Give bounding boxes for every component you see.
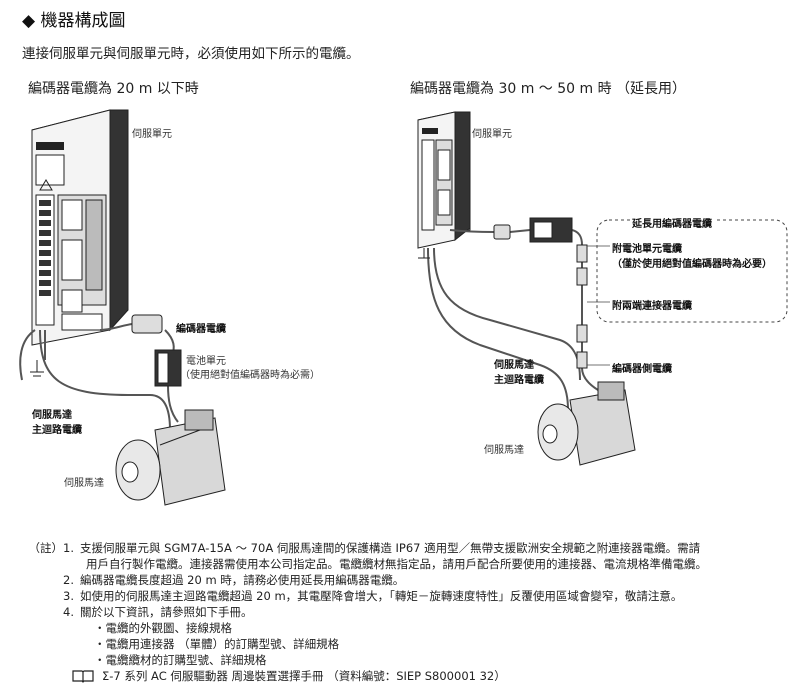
left-encoder-cable-label: 編碼器電纜	[176, 324, 226, 335]
right-ext-cable-label: 延長用編碼器電纜	[630, 215, 714, 230]
right-battery-cable-label: 附電池單元電纜	[612, 244, 682, 255]
configuration-diagram	[19, 109, 788, 506]
left-heading: 編碼器電纜為 20 m 以下時	[28, 81, 199, 97]
extension-cable-box	[596, 219, 788, 323]
right-heading: 編碼器電纜為 30 m ～ 50 m 時 （延長用）	[410, 81, 687, 97]
note-text: 編碼器電纜長度超過 20 m 時，請務必使用延長用編碼器電纜。	[80, 573, 405, 587]
note-1: （註）1. 支援伺服單元與 SGM7A-15A ～ 70A 伺服馬達間的保護構造…	[12, 540, 707, 556]
right-dual-cable-label: 附兩端連接器電纜	[612, 301, 692, 312]
notes-prefix: （註）	[28, 541, 64, 555]
bullet-item: ・電纜纜材的訂購型號、詳細規格	[94, 653, 267, 667]
book-icon	[72, 670, 94, 683]
bullet-item: ・電纜用連接器 （單體）的訂購型號、詳細規格	[94, 637, 340, 651]
note-3: 3. 如使用的伺服馬達主迴路電纜超過 20 m，其電壓降會增大，「轉矩－旋轉速度…	[12, 588, 707, 604]
left-servo-motor-label: 伺服馬達	[64, 478, 104, 489]
notes-section: （註）1. 支援伺服單元與 SGM7A-15A ～ 70A 伺服馬達間的保護構造…	[12, 540, 707, 684]
right-servo-unit-label: 伺服單元	[472, 129, 512, 140]
left-cables	[19, 323, 179, 431]
left-main-cable-label-1: 伺服馬達	[32, 410, 72, 421]
left-main-cable-label-2: 主迴路電纜	[32, 425, 82, 436]
note-text: 如使用的伺服馬達主迴路電纜超過 20 m，其電壓降會增大，「轉矩－旋轉速度特性」…	[80, 589, 683, 603]
right-encoder-side-cable-label: 編碼器側電纜	[612, 364, 672, 375]
right-servo-motor-label: 伺服馬達	[484, 445, 524, 456]
right-servo-motor	[537, 381, 636, 466]
note-num: 3.	[63, 589, 74, 603]
note-text: 支援伺服單元與 SGM7A-15A ～ 70A 伺服馬達間的保護構造 IP67 …	[80, 541, 701, 555]
note-2: 2. 編碼器電纜長度超過 20 m 時，請務必使用延長用編碼器電纜。	[12, 572, 707, 588]
note-num: 1.	[63, 541, 74, 555]
page-title: ◆ 機器構成圖	[22, 11, 126, 31]
manual-reference: Σ-7 系列 AC 伺服驅動器 周邊裝置選擇手冊 （資料編號：SIEP S800…	[12, 668, 707, 684]
note-1-continued: 用戶自行製作電纜。連接器需使用本公司指定品。電纜纜材無指定品，請用戶配合所要使用…	[12, 556, 707, 572]
right-main-cable-label-1: 伺服馬達	[494, 360, 534, 371]
bullet-item: ・電纜的外觀圖、接線規格	[94, 621, 232, 635]
right-servo-unit	[417, 111, 471, 249]
right-battery-cable-note: （僅於使用絕對值編碼器時為必要）	[612, 259, 772, 270]
intro-text: 連接伺服單元與伺服單元時，必須使用如下所示的電纜。	[22, 46, 360, 62]
left-servo-unit-label: 伺服單元	[132, 129, 172, 140]
manual-title: Σ-7 系列 AC 伺服驅動器 周邊裝置選擇手冊 （資料編號：SIEP S800…	[102, 669, 506, 683]
note-text: 關於以下資訊，請參照如下手冊。	[80, 605, 253, 619]
note-num: 4.	[63, 605, 74, 619]
left-servo-unit	[31, 109, 129, 346]
left-servo-motor	[115, 409, 226, 506]
left-battery-unit-label: 電池單元	[186, 356, 226, 367]
note-number: （註）1.	[12, 540, 80, 556]
note-4: 4. 關於以下資訊，請參照如下手冊。	[12, 604, 707, 620]
note-num: 2.	[63, 573, 74, 587]
left-battery-note: （使用絕對值編碼器時為必需）	[180, 370, 320, 381]
right-main-cable-label-2: 主迴路電纜	[494, 375, 544, 386]
note-text: 用戶自行製作電纜。連接器需使用本公司指定品。電纜纜材無指定品，請用戶配合所要使用…	[86, 557, 707, 571]
